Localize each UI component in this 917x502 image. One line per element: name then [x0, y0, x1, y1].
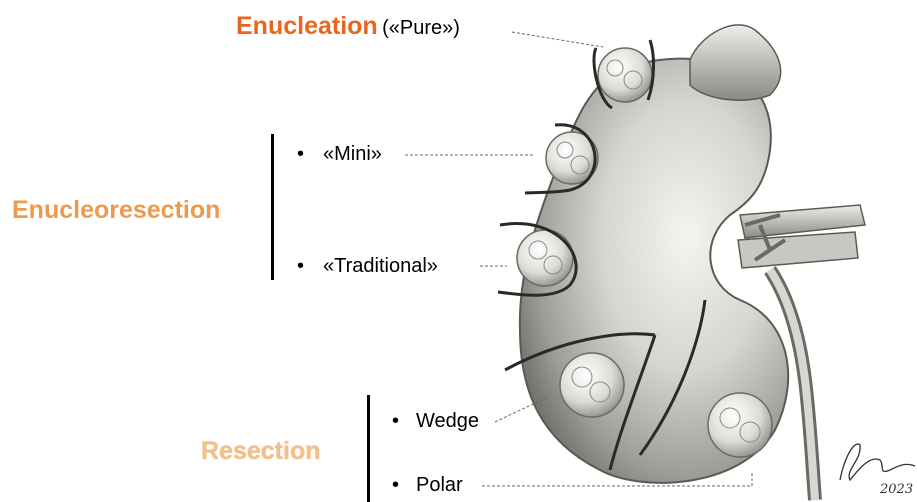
bullet-wedge: • [392, 410, 399, 433]
enucleation-sublabel: («Pure») [382, 17, 460, 39]
bullet-mini: • [297, 143, 304, 166]
signature-year: 2023 [880, 482, 913, 497]
adrenal-gland [690, 25, 781, 100]
bullet-traditional: • [297, 255, 304, 278]
resection-bracket [367, 395, 370, 502]
item-mini: «Mini» [323, 143, 382, 166]
tumor-wedge [560, 353, 624, 417]
enucleoresection-label: Enucleoresection [12, 196, 220, 225]
bullet-polar: • [392, 474, 399, 497]
item-polar: Polar [416, 474, 463, 497]
leader-enucleation [512, 32, 603, 47]
tumor-polar [708, 393, 772, 457]
artist-signature [840, 444, 915, 480]
tumor-enucleation [598, 48, 652, 102]
item-wedge: Wedge [416, 410, 479, 433]
resection-label: Resection [201, 437, 320, 466]
enucleation-label: Enucleation [236, 12, 378, 40]
enucleoresection-bracket [271, 134, 274, 280]
enucleation-label-group: Enucleation («Pure») [236, 12, 460, 41]
tumor-traditional [517, 230, 573, 286]
item-traditional: «Traditional» [323, 255, 438, 278]
